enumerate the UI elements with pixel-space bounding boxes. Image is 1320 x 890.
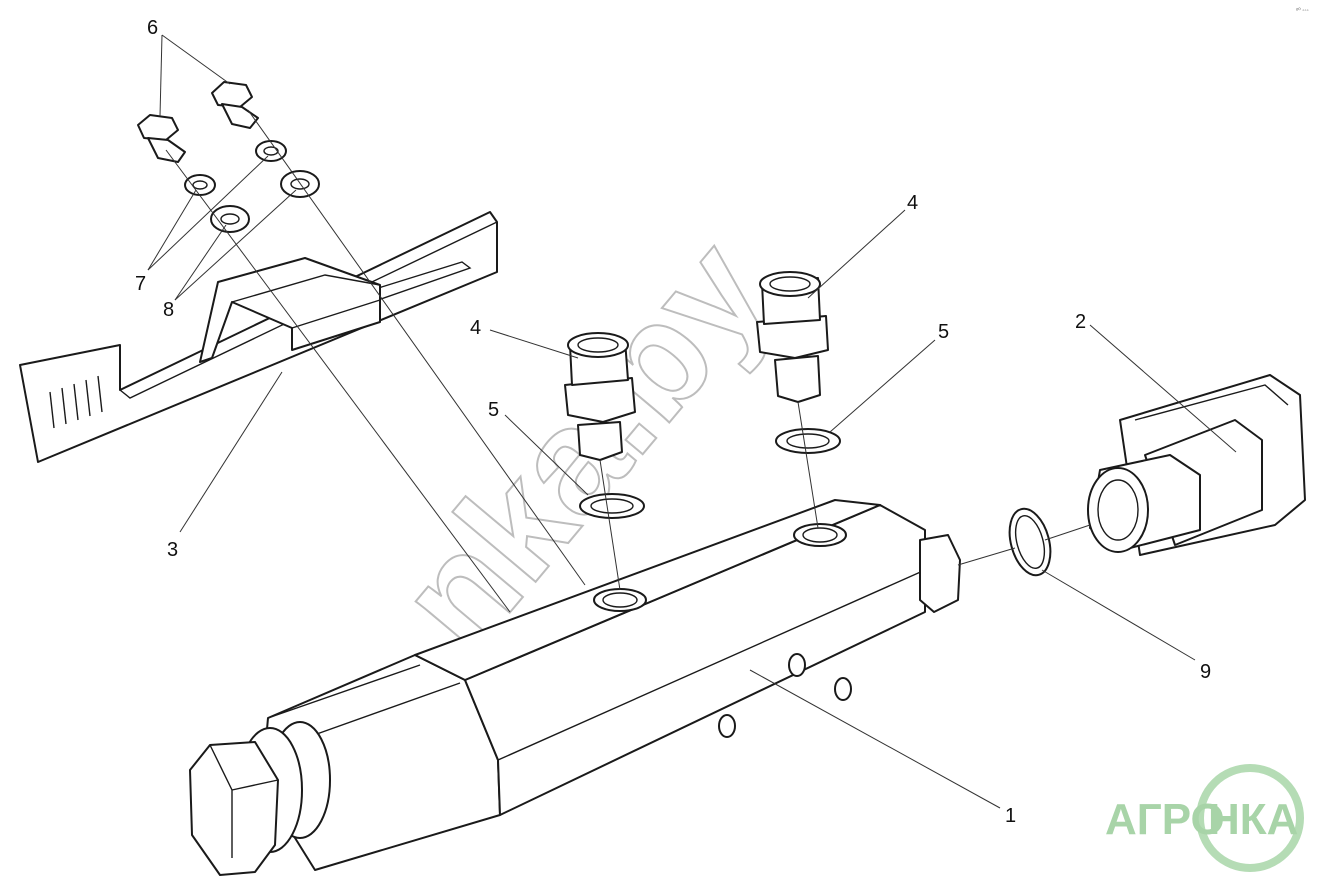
part-9-o-ring [1008,507,1052,577]
part-5-washers [579,428,841,519]
corner-mark: ᵒ⁰ ◦◦◦ [1296,7,1309,14]
part-4-fitting-right [756,271,829,403]
part-7-part-8-washers [184,140,320,233]
callout-4-right: 4 [907,192,918,214]
callout-9: 9 [1200,661,1211,683]
logo-circle [1196,764,1304,872]
part-2-quick-coupling [1087,374,1306,556]
leader-lines [147,34,1237,809]
callout-3: 3 [167,539,178,561]
callout-7: 7 [135,273,146,295]
callout-6: 6 [147,17,158,39]
callout-2: 2 [1075,311,1086,333]
part-4-fitting-left [564,332,636,461]
part-3-bracket [19,211,498,463]
end-hex-plug [189,721,331,876]
logo-text-left: АГРО [1105,795,1225,844]
callout-labels: 6 7 8 3 4 4 5 5 2 9 1 [135,17,1211,827]
callout-8: 8 [163,299,174,321]
part-1-body [261,499,961,871]
agronka-logo: АГРО НКА [1105,764,1304,872]
assembly-axis-lines [165,109,1091,613]
callout-5-right: 5 [938,321,949,343]
callout-1: 1 [1005,805,1016,827]
logo-text-right: НКА [1208,795,1298,844]
callout-4-left: 4 [470,317,481,339]
part-6-bolts [137,81,259,163]
callout-5-left: 5 [488,399,499,421]
